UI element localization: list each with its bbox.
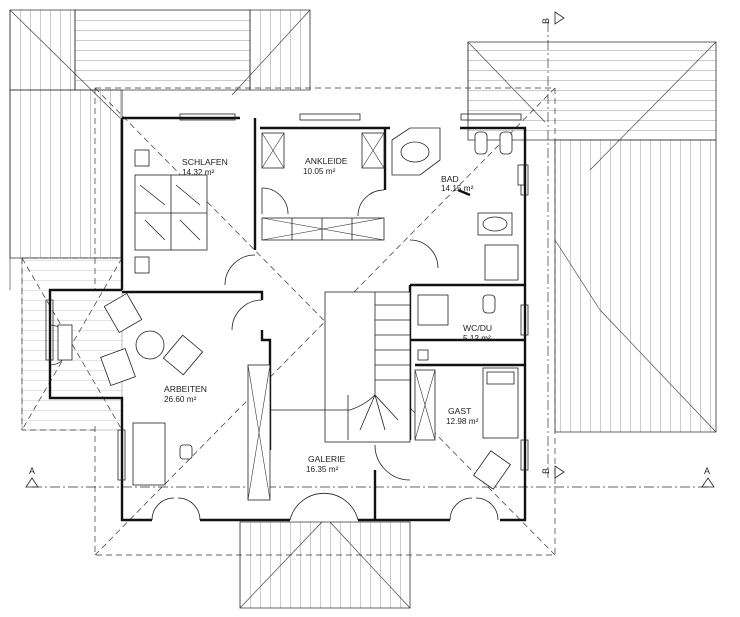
room-name: WC/DU [463,323,492,333]
room-label-bad: BAD 14.15 m² [441,174,474,193]
bed-single [482,367,519,439]
room-label-galerie: GALERIE 16.35 m² [306,454,346,474]
roof-top-left [9,9,311,290]
bath-fixtures [391,127,525,361]
section-marker-b-top: B [541,11,565,25]
wardrobes [247,132,436,501]
marker-label: B [541,18,551,24]
room-name: ARBEITEN [164,384,207,394]
room-area: 10.05 m² [303,167,336,176]
marker-label: A [29,466,35,476]
room-label-gast: GAST 12.98 m² [446,406,479,426]
roof-right [467,41,717,433]
room-label-ankleide: ANKLEIDE 10.05 m² [303,156,348,176]
room-area: 14.32 m² [182,168,215,177]
section-lines [32,22,708,488]
section-marker-b-bottom: B [541,465,565,479]
roof-bottom [239,521,411,609]
staircase [270,291,411,443]
nightstand-bottom [134,256,150,274]
marker-label: A [704,466,710,476]
room-area: 12.98 m² [446,417,479,426]
windows [45,113,529,481]
room-label-wcdu: WC/DU 5.12 m² [463,323,492,343]
section-marker-a-left: A [25,466,39,488]
section-marker-a-right: A [701,466,715,488]
room-name: ANKLEIDE [305,156,348,166]
room-label-schlafen: SCHLAFEN 14.32 m² [182,157,228,177]
room-name: GALERIE [308,454,346,464]
marker-label: B [541,468,551,474]
room-area: 26.60 m² [164,395,197,404]
room-name: GAST [448,406,472,416]
office-furniture [57,292,511,490]
eave-outlines [21,87,556,556]
room-area: 5.12 m² [463,334,491,343]
bed-double [134,174,208,251]
nightstand-top [134,149,150,167]
room-name: BAD [441,174,459,184]
room-area: 16.35 m² [306,465,339,474]
room-name: SCHLAFEN [182,157,228,167]
room-label-arbeiten: ARBEITEN 26.60 m² [164,384,207,404]
room-area: 14.15 m² [441,184,474,193]
